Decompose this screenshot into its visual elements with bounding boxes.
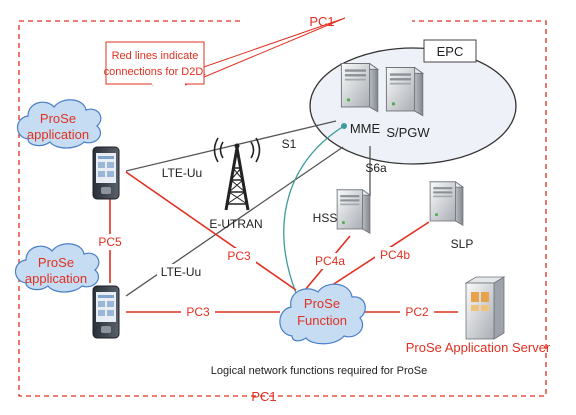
mme-function-link (283, 125, 345, 294)
prose-application-cloud-bottom: ProSe application (14, 243, 100, 293)
pc4b-label: PC4b (380, 248, 410, 262)
hss-server-icon (336, 189, 371, 234)
pc5-label: PC5 (98, 235, 122, 249)
epc-label-box (423, 39, 477, 63)
s6a-label: S6a (365, 161, 387, 175)
d2d-callout: Red lines indicate connections for D2D. (104, 17, 346, 86)
prose-application-cloud-top: ProSe application (16, 99, 102, 149)
lte-uu-top-label: LTE-Uu (162, 166, 202, 180)
prose-function-cloud: ProSe Function (279, 283, 366, 345)
pc3-lower-label: PC3 (186, 305, 210, 319)
ue-phone-top-icon (92, 146, 120, 200)
pc3-upper-label: PC3 (227, 249, 251, 263)
pc4b-link (319, 221, 430, 294)
epc-label: EPC (437, 44, 464, 59)
prose-app-bottom-line-2: application (25, 271, 87, 286)
eutran-label: E-UTRAN (209, 217, 262, 231)
callout-pointer (151, 17, 346, 86)
prose-app-top-line-2: application (27, 127, 89, 142)
prose-app-server-label: ProSe Application Server (406, 340, 551, 355)
link-labels: LTE-Uu S1 S6a PC5 PC3 LTE-Uu PC3 PC4a PC… (93, 137, 434, 320)
prose-app-top-line-1: ProSe (40, 111, 76, 126)
pc1-top-label: PC1 (309, 14, 334, 29)
mme-label: MME (350, 121, 381, 136)
lte-uu-bottom-label: LTE-Uu (161, 265, 201, 279)
lte-uu-s1-link (125, 120, 337, 172)
cloud-shape (14, 243, 100, 293)
callout-line-1: Red lines indicate (112, 50, 199, 62)
mme-server-icon (340, 62, 379, 113)
prose-function-line-2: Function (297, 313, 347, 328)
cloud-shape (279, 283, 366, 345)
diagram-caption: Logical network functions required for P… (211, 365, 427, 377)
pc1-dashed-border (18, 20, 547, 397)
application-server-icon (464, 276, 506, 340)
hss-label: HSS (313, 211, 338, 225)
callout-line-2: connections for D2D. (104, 66, 207, 78)
pc4a-label: PC4a (315, 254, 345, 268)
pc1-bottom-label: PC1 (251, 389, 276, 404)
antenna-tower-icon (213, 137, 261, 211)
spgw-server-icon (385, 66, 424, 117)
pc2-label: PC2 (405, 305, 429, 319)
spgw-label: S/PGW (386, 125, 430, 140)
prose-app-bottom-line-1: ProSe (38, 255, 74, 270)
ue-phone-bottom-icon (92, 285, 120, 339)
s1-label: S1 (282, 137, 297, 151)
callout-box (105, 41, 205, 85)
cloud-shape (16, 99, 102, 149)
slp-label: SLP (451, 237, 474, 251)
mme-link-dot (341, 123, 347, 129)
prose-function-line-1: ProSe (304, 296, 340, 311)
slp-server-icon (429, 181, 464, 226)
pc3-upper-link (125, 171, 297, 291)
